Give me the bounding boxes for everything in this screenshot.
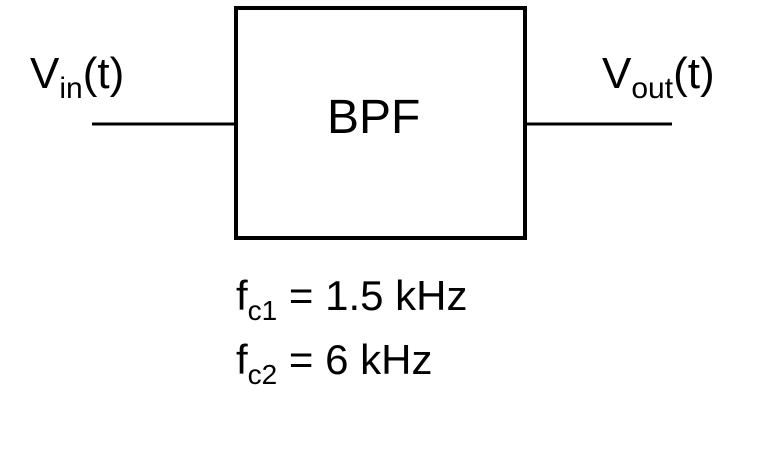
input-signal-symbol: V — [30, 49, 60, 98]
output-signal-label: Vout(t) — [602, 49, 715, 104]
input-signal-subscript: in — [59, 72, 83, 105]
cutoff-2-symbol: f — [236, 336, 248, 383]
output-signal-subscript: out — [631, 72, 674, 105]
cutoff-frequency-1: fc1 = 1.5 kHz — [236, 272, 468, 325]
bpf-label: BPF — [327, 91, 421, 144]
cutoff-2-subscript: c2 — [247, 359, 278, 390]
output-signal-argument: (t) — [673, 49, 715, 98]
cutoff-2-equation: = 6 kHz — [277, 336, 433, 383]
input-signal-argument: (t) — [82, 49, 125, 98]
cutoff-frequency-2: fc2 = 6 kHz — [236, 336, 433, 389]
output-signal-symbol: V — [602, 49, 632, 98]
input-signal-label: Vin(t) — [30, 49, 125, 104]
cutoff-1-symbol: f — [236, 272, 248, 319]
cutoff-1-equation: = 1.5 kHz — [277, 272, 468, 319]
cutoff-1-subscript: c1 — [247, 295, 278, 326]
